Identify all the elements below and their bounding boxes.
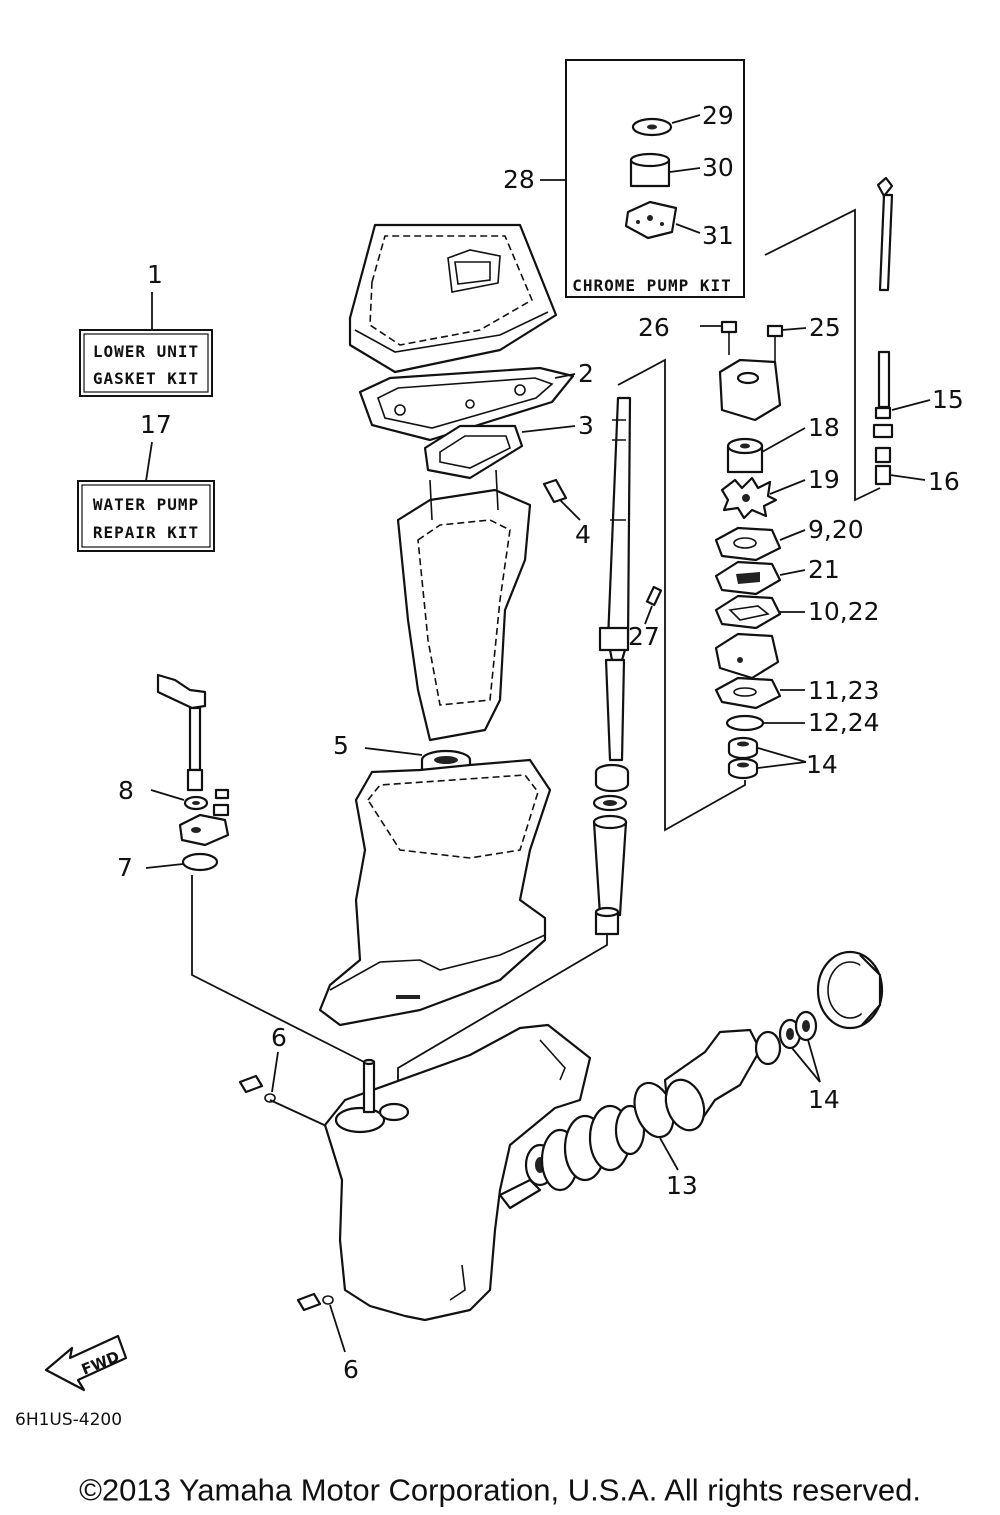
callout-4: 4 <box>575 520 591 549</box>
callout-8: 8 <box>118 776 134 805</box>
callout-16: 16 <box>928 467 960 496</box>
routing-lines <box>191 208 881 1131</box>
fwd-arrow-icon: FWD <box>44 1334 128 1392</box>
callout-15: 15 <box>932 385 964 414</box>
upper-casing-assembly: 2 3 4 5 <box>333 223 594 783</box>
water-tube: 15 16 <box>872 176 964 496</box>
drive-shaft-assembly: 27 <box>592 396 663 936</box>
lower-unit-kit-line1: LOWER UNIT <box>93 342 199 361</box>
callout-9-20: 9,20 <box>808 515 864 544</box>
callout-28: 28 <box>503 165 535 194</box>
callout-17: 17 <box>140 410 172 439</box>
lower-unit-gasket-kit: 1 LOWER UNIT GASKET KIT <box>79 260 213 397</box>
callout-11-23: 11,23 <box>808 676 880 705</box>
callout-19: 19 <box>808 465 840 494</box>
lower-casing: 6 6 <box>238 1023 592 1384</box>
copyright-notice: ©2013 Yamaha Motor Corporation, U.S.A. A… <box>79 1472 921 1508</box>
shift-rod-assembly: 8 7 <box>117 673 230 882</box>
callout-14-upper: 14 <box>806 750 838 779</box>
callout-1: 1 <box>147 260 163 289</box>
callout-29: 29 <box>702 101 734 130</box>
callout-12-24: 12,24 <box>808 708 880 737</box>
callout-5: 5 <box>333 731 349 760</box>
callout-6-upper: 6 <box>271 1023 287 1052</box>
lower-unit-kit-line2: GASKET KIT <box>93 369 199 388</box>
callout-27: 27 <box>628 622 660 651</box>
callout-2: 2 <box>578 359 594 388</box>
callout-7: 7 <box>117 853 133 882</box>
water-pump-kit-line2: REPAIR KIT <box>93 523 199 542</box>
callout-10-22: 10,22 <box>808 597 880 626</box>
callout-18: 18 <box>808 413 840 442</box>
diagram-code: 6H1US-4200 <box>15 1410 122 1430</box>
propeller-shaft-assembly: 13 14 <box>498 950 884 1210</box>
chrome-pump-kit-label: CHROME PUMP KIT <box>572 276 732 295</box>
callout-21: 21 <box>808 555 840 584</box>
water-pump-repair-kit: 17 WATER PUMP REPAIR KIT <box>77 410 215 552</box>
water-pump-kit-line1: WATER PUMP <box>93 495 199 514</box>
callout-30: 30 <box>702 153 734 182</box>
callout-26: 26 <box>638 313 670 342</box>
water-pump-assembly: 26 25 18 19 9,20 21 10,22 <box>638 313 880 780</box>
callout-6-lower: 6 <box>343 1355 359 1384</box>
callout-13: 13 <box>666 1171 698 1200</box>
callout-25: 25 <box>809 313 841 342</box>
callout-14-lower: 14 <box>808 1085 840 1114</box>
chrome-pump-kit-box: CHROME PUMP KIT 28 29 30 31 <box>503 59 745 298</box>
callout-3: 3 <box>578 411 594 440</box>
upper-case <box>318 758 552 1027</box>
callout-31: 31 <box>702 221 734 250</box>
